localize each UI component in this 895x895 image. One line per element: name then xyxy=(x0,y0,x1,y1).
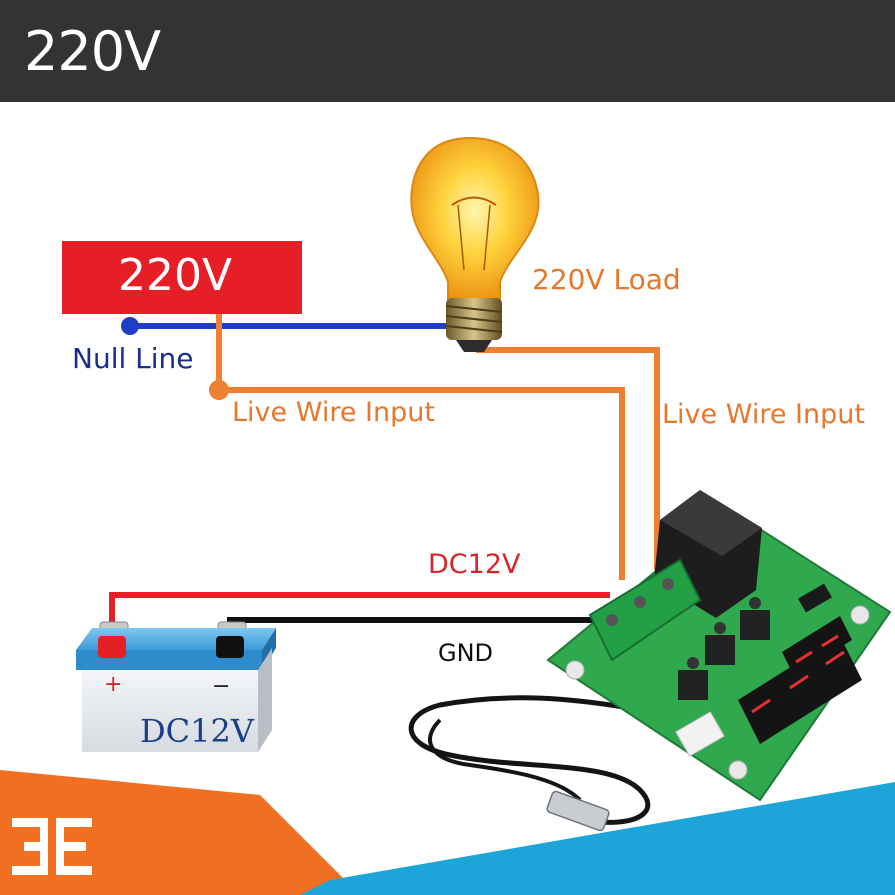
dc12v-wire-label: DC12V xyxy=(428,549,521,580)
null-line-label: Null Line xyxy=(72,342,194,375)
null-wire-node xyxy=(121,317,139,335)
dc12v-wire xyxy=(109,592,610,632)
battery-minus-sign: − xyxy=(212,674,231,699)
footer-orange-shape xyxy=(0,770,360,895)
load-label: 220V Load xyxy=(532,263,681,296)
temperature-probe-icon xyxy=(408,695,691,832)
source-box xyxy=(62,241,302,314)
brand-logo-icon xyxy=(12,818,92,875)
bulb-icon xyxy=(410,136,540,352)
gnd-label: GND xyxy=(438,639,494,667)
live-wire-node xyxy=(209,380,229,400)
thermostat-board-icon xyxy=(546,490,892,802)
battery-label: DC12V xyxy=(140,712,254,750)
gnd-wire xyxy=(227,617,595,650)
battery-plus-sign: + xyxy=(104,672,123,697)
board-buttons xyxy=(678,597,770,700)
header-title: 220V xyxy=(24,20,161,83)
live-wire-input-right xyxy=(476,347,660,570)
source-voltage-label: 220V xyxy=(118,250,233,301)
live-wire-input-left xyxy=(216,314,625,580)
battery-icon xyxy=(76,621,276,752)
led-display xyxy=(738,616,862,744)
live-wire-input-left-label: Live Wire Input xyxy=(232,397,435,428)
footer-blue-shape xyxy=(300,782,895,895)
live-wire-input-right-label: Live Wire Input xyxy=(662,399,865,430)
header-bar: 220V xyxy=(0,0,895,102)
